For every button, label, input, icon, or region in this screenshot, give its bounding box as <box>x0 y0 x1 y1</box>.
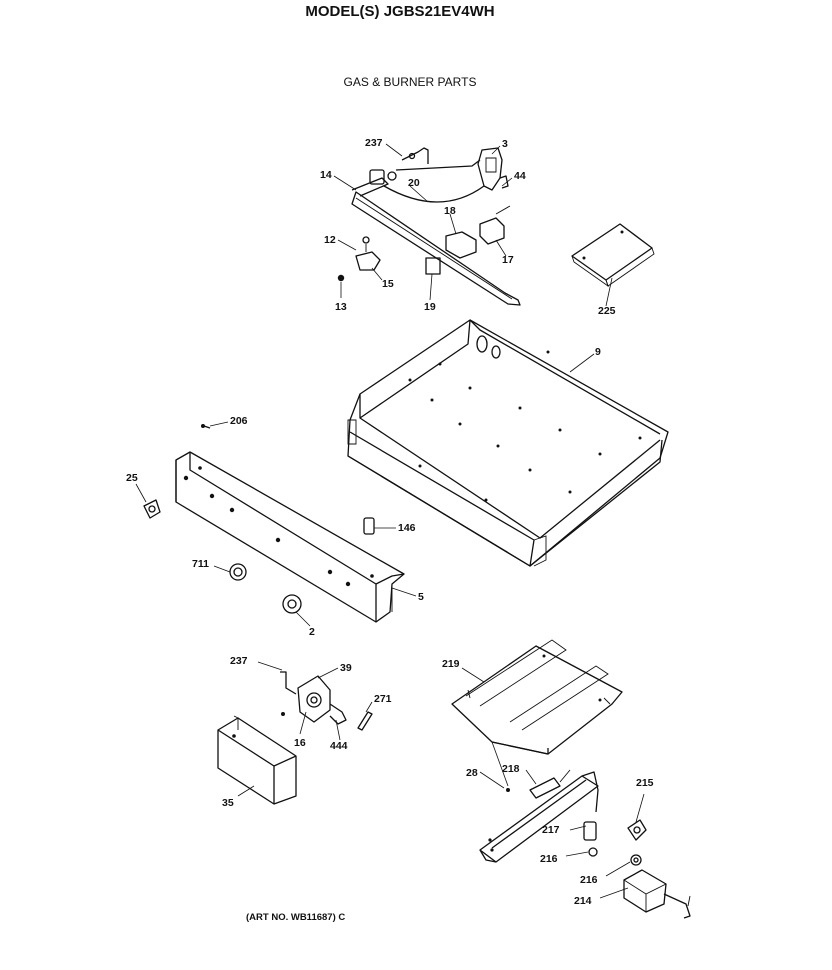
label-19: 19 <box>424 301 436 313</box>
model-title: MODEL(S) JGBS21EV4WH <box>305 3 494 20</box>
leader-lines <box>135 143 645 899</box>
label-14: 14 <box>320 169 332 181</box>
valve-assembly-39 <box>280 671 373 731</box>
label-237-upper: 237 <box>365 137 383 149</box>
label-18: 18 <box>444 205 456 217</box>
label-16: 16 <box>294 737 306 749</box>
art-number: (ART NO. WB11687) C <box>246 912 345 923</box>
label-214: 214 <box>574 895 592 907</box>
label-3: 3 <box>502 138 508 150</box>
label-5: 5 <box>418 591 424 603</box>
panel-hardware <box>143 424 375 614</box>
right-hardware <box>623 819 691 919</box>
label-2: 2 <box>309 626 315 638</box>
label-225: 225 <box>598 305 616 317</box>
label-39: 39 <box>340 662 352 674</box>
heat-shield-219 <box>451 639 623 755</box>
label-219: 219 <box>442 658 460 670</box>
label-215: 215 <box>636 777 654 789</box>
label-217: 217 <box>542 824 560 836</box>
label-44: 44 <box>514 170 526 182</box>
label-271: 271 <box>374 693 392 705</box>
manifold-assembly <box>337 147 521 306</box>
label-17: 17 <box>502 254 514 266</box>
label-444: 444 <box>330 740 348 752</box>
valve-cover-35 <box>217 715 297 805</box>
label-13: 13 <box>335 301 347 313</box>
burner-box-9 <box>347 319 669 567</box>
plate-225 <box>571 223 655 288</box>
label-35: 35 <box>222 797 234 809</box>
label-218: 218 <box>502 763 520 775</box>
label-216-lower: 216 <box>580 874 598 886</box>
label-146: 146 <box>398 522 416 534</box>
label-15: 15 <box>382 278 394 290</box>
manifold-panel-5 <box>175 451 405 623</box>
label-28: 28 <box>466 767 478 779</box>
label-25: 25 <box>126 472 138 484</box>
label-237-lower: 237 <box>230 655 248 667</box>
label-9: 9 <box>595 346 601 358</box>
label-216-upper: 216 <box>540 853 558 865</box>
broil-burner-assembly <box>479 769 599 863</box>
part-number-labels: 237 3 14 20 44 18 12 17 15 13 19 225 9 2… <box>126 137 654 907</box>
label-711: 711 <box>192 558 209 570</box>
label-12: 12 <box>324 234 336 246</box>
label-20: 20 <box>408 177 420 189</box>
section-title: GAS & BURNER PARTS <box>344 75 477 89</box>
label-206: 206 <box>230 415 248 427</box>
